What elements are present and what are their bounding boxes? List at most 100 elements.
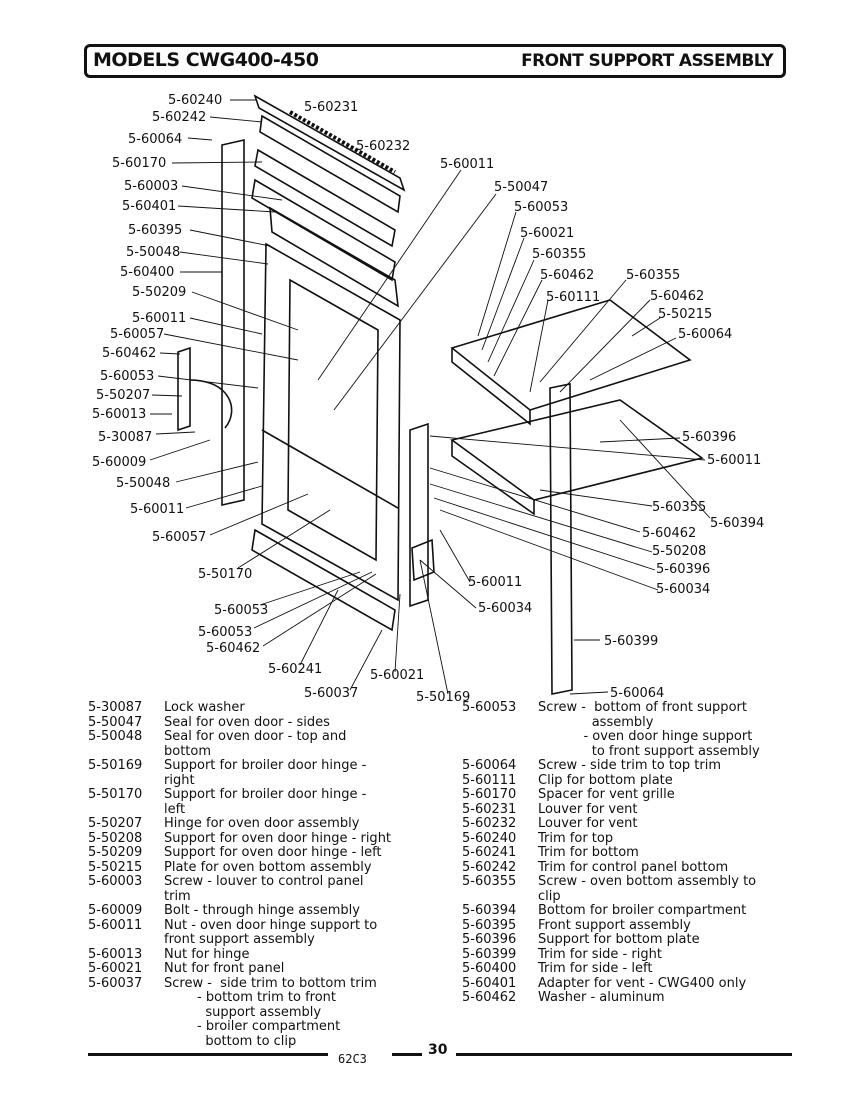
part-description: Bolt - through hinge assembly [164, 903, 448, 919]
louver-part-2 [251, 178, 396, 282]
part-number: 5-50169 [88, 758, 143, 773]
description-line: left [164, 801, 186, 817]
callout-label: 5-60009 [92, 455, 146, 470]
part-description: Clip for bottom plate [538, 773, 802, 789]
description-line: Lock washer [164, 700, 245, 715]
part-number: 5-60399 [462, 946, 517, 962]
description-line: Trim for top [538, 830, 614, 846]
part-number: 5-60232 [462, 816, 517, 831]
bottom-trim-part [251, 528, 396, 632]
part-number: 5-50170 [88, 787, 143, 802]
callout-label: 5-60003 [124, 179, 178, 194]
callout-label: 5-60399 [604, 634, 658, 649]
callout-label: 5-50209 [132, 285, 186, 300]
legend-row: 5-50208 Support for oven door hinge - rig… [88, 830, 448, 847]
callout-labels: 5-60240 5-60242 5-60231 5-60064 5-60232 … [92, 93, 764, 705]
description-line: Nut for front panel [164, 961, 285, 976]
description-line: Support for oven door hinge - left [164, 845, 382, 860]
description-line: trim [164, 888, 191, 904]
part-number: 5-30087 [88, 700, 143, 715]
description-line: Support for broiler door hinge - [164, 787, 367, 802]
part-description: Support for oven door hinge - left [164, 845, 448, 861]
part-description: Support for bottom plate [538, 932, 802, 948]
vent-adapter-part [269, 206, 399, 308]
part-number: 5-60064 [462, 758, 517, 773]
description-line: Trim for side - right [538, 946, 662, 962]
callout-label: 5-60232 [356, 139, 410, 154]
leader-lines [149, 99, 711, 695]
control-panel-trim-part [259, 114, 401, 214]
part-description: Support for broiler door hinge -right [164, 758, 448, 788]
part-number: 5-60053 [462, 700, 517, 715]
description-line: - broiler compartment [164, 1019, 341, 1034]
legend-row: 5-60399 Trim for side - right [462, 946, 802, 963]
callout-label: 5-60021 [370, 668, 424, 683]
part-description: Louver for vent [538, 801, 802, 818]
page-number: 30 [428, 1042, 448, 1058]
callout-label: 5-60241 [268, 662, 322, 677]
part-description: Lock washer [164, 700, 448, 716]
description-line: Bottom for broiler compartment [538, 903, 747, 918]
callout-label: 5-50169 [416, 690, 470, 705]
legend-row: 5-60400 Trim for side - left [462, 961, 802, 977]
description-line: Nut for hinge [164, 946, 250, 962]
callout-label: 5-60021 [520, 226, 574, 241]
callout-label: 5-50215 [658, 307, 712, 322]
part-description: Trim for side - left [538, 961, 802, 977]
description-line: Front support assembly [538, 917, 691, 933]
description-line: assembly [538, 714, 654, 730]
callout-label: 5-60011 [440, 157, 494, 172]
callout-label: 5-60231 [304, 100, 358, 115]
description-line: - bottom trim to front [164, 990, 336, 1005]
description-line: clip [538, 888, 561, 904]
callout-label: 5-50207 [96, 388, 150, 403]
footer-rule-right [456, 1053, 792, 1056]
callout-label: 5-60053 [100, 369, 154, 384]
part-description: Hinge for oven door assembly [164, 816, 448, 832]
oven-bottom-plate [450, 299, 692, 411]
part-number: 5-50208 [88, 830, 143, 846]
part-number: 5-60021 [88, 961, 143, 976]
description-line: to front support assembly [538, 743, 760, 759]
part-description: Trim for top [538, 830, 802, 847]
description-line: - oven door hinge support [538, 729, 753, 744]
part-description: Front support assembly [538, 917, 802, 934]
part-number: 5-60401 [462, 975, 517, 991]
part-description: Adapter for vent - CWG400 only [538, 976, 802, 992]
callout-label: 5-60394 [710, 516, 764, 531]
part-description: Nut for hinge [164, 946, 448, 963]
right-side-trim-part [549, 383, 573, 695]
callout-label: 5-60462 [650, 289, 704, 304]
part-number: 5-60009 [88, 903, 143, 918]
part-description: Seal for oven door - sides [164, 715, 448, 731]
legend-row: 5-50170 Support for broiler door hinge -l… [88, 787, 448, 817]
description-line: front support assembly [164, 932, 315, 947]
callout-label: 5-30087 [98, 430, 152, 445]
part-description: Support for broiler door hinge -left [164, 787, 448, 817]
description-line: Support for oven door hinge - right [164, 830, 392, 846]
part-description: Trim for bottom [538, 845, 802, 861]
models-title: MODELS CWG400-450 [93, 49, 319, 71]
part-number: 5-60355 [462, 874, 517, 889]
part-description: Washer - aluminum [538, 990, 802, 1006]
section-title: FRONT SUPPORT ASSEMBLY [521, 51, 773, 71]
part-number: 5-60170 [462, 787, 517, 802]
part-number: 5-60400 [462, 961, 517, 976]
description-line: Louver for vent [538, 801, 638, 817]
part-number: 5-60037 [88, 975, 143, 991]
callout-label: 5-60396 [656, 562, 710, 577]
callout-label: 5-60011 [707, 453, 761, 468]
part-description: Trim for control panel bottom [538, 860, 802, 876]
